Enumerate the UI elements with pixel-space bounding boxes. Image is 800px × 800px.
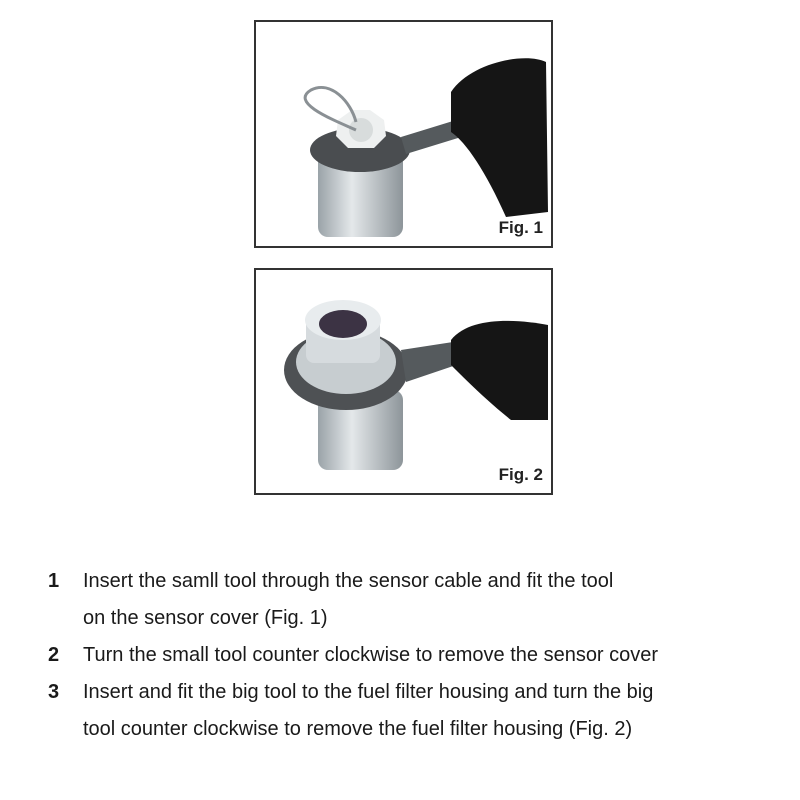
filter-sensor-tool-illustration <box>303 58 548 237</box>
step-number: 2 <box>48 644 60 666</box>
filter-housing-tool-illustration <box>284 300 548 470</box>
step-text: Insert and fit the big tool to the fuel … <box>83 681 654 703</box>
step-2: 2 Turn the small tool counter clockwise … <box>48 637 788 674</box>
step-1: 1 Insert the samll tool through the sens… <box>48 563 788 637</box>
step-text: Insert the samll tool through the sensor… <box>83 570 614 592</box>
instruction-steps: 1 Insert the samll tool through the sens… <box>48 563 788 748</box>
step-text: on the sensor cover (Fig. 1) <box>83 607 328 629</box>
step-number: 1 <box>48 570 60 592</box>
step-number: 3 <box>48 681 60 703</box>
figure-label: Fig. 1 <box>498 218 543 237</box>
step-text: Turn the small tool counter clockwise to… <box>83 644 659 666</box>
figure-label: Fig. 2 <box>498 465 543 484</box>
step-text: tool counter clockwise to remove the fue… <box>83 718 633 740</box>
figure-1: Fig. 1 <box>254 20 553 248</box>
figure-2: Fig. 2 <box>254 268 553 495</box>
step-3: 3 Insert and fit the big tool to the fue… <box>48 674 788 748</box>
